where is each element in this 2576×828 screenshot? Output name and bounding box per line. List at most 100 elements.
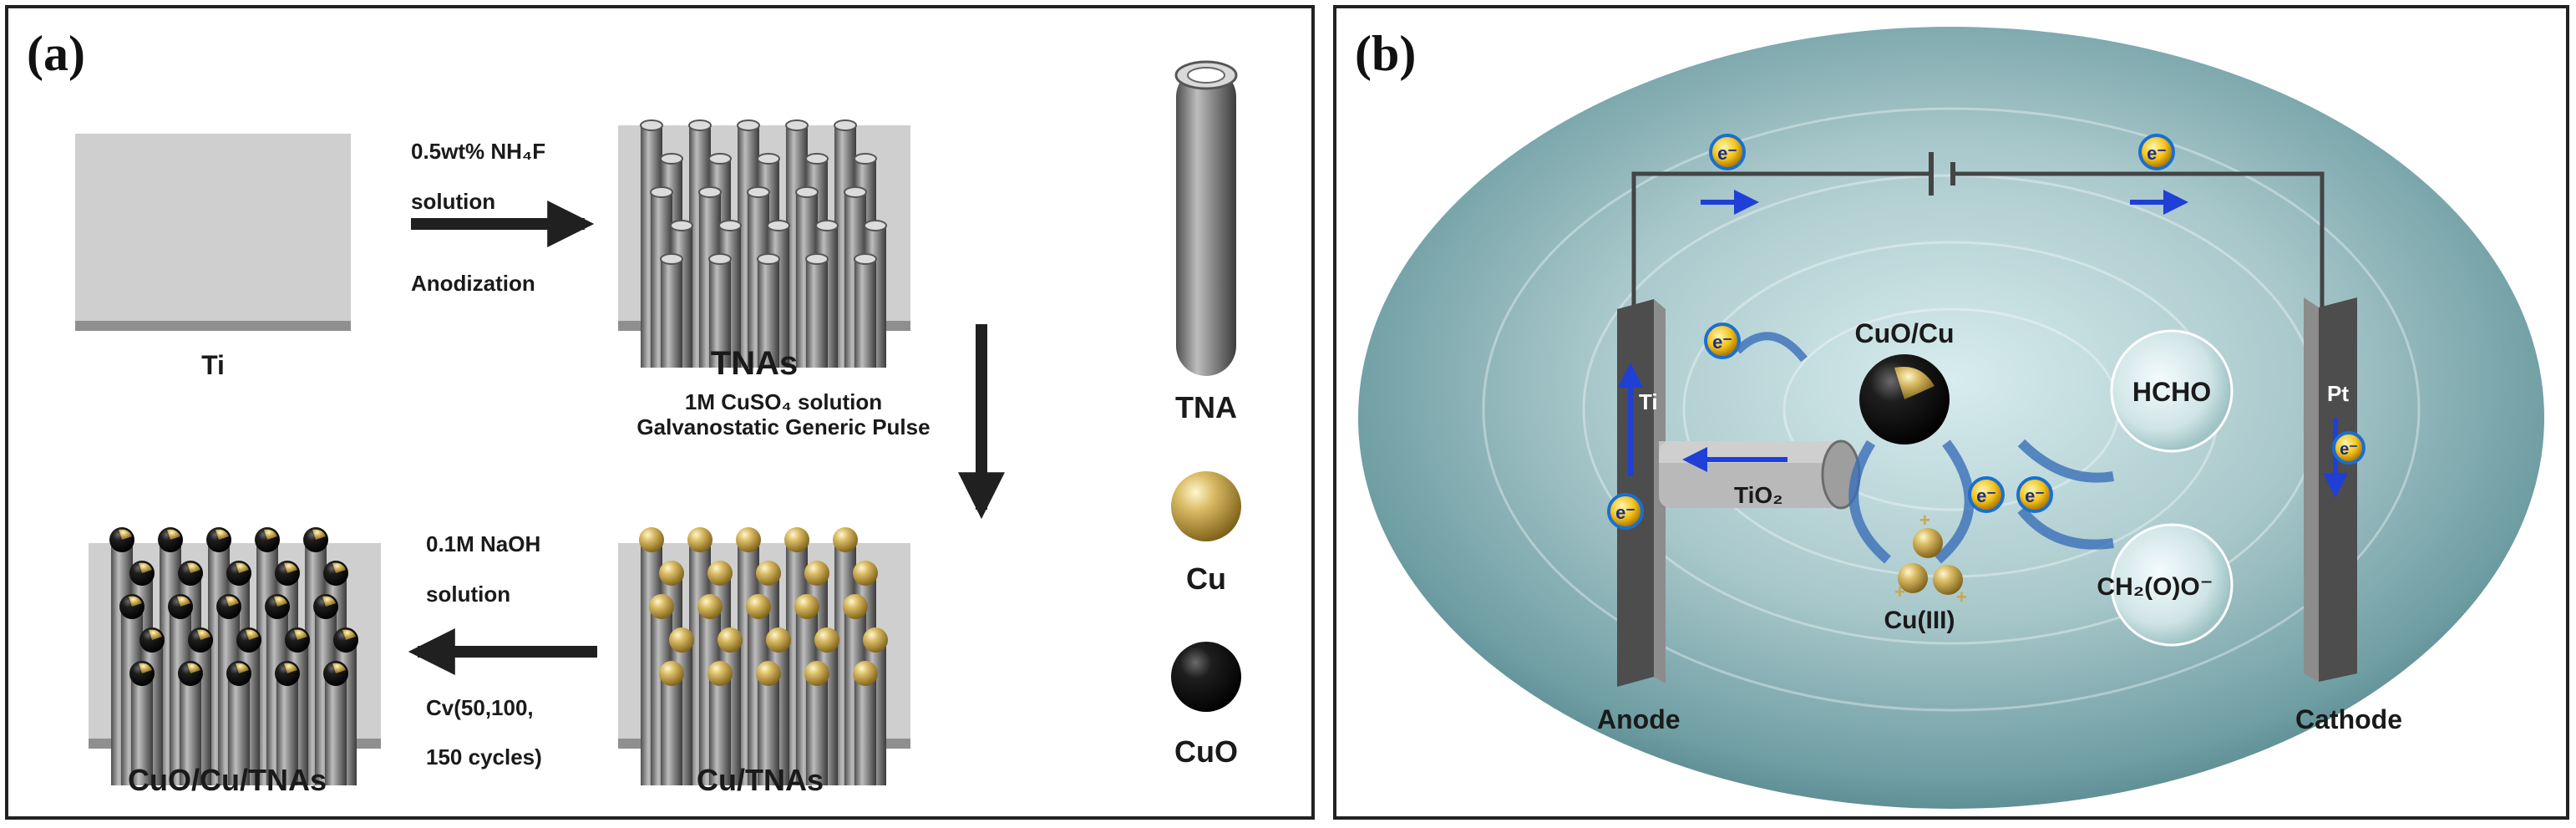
- nanotube-rim: [854, 253, 877, 265]
- cu-core-wedge: [264, 529, 277, 540]
- nanotube-rim: [795, 186, 819, 198]
- cu-nanoparticle: [659, 661, 684, 686]
- electron-mid-right: e⁻: [2016, 476, 2053, 513]
- cu-core-wedge: [312, 529, 326, 540]
- cu-nanoparticle: [853, 561, 878, 586]
- electron-cathode: e⁻: [2332, 431, 2366, 465]
- anode-label: Anode: [1597, 704, 1681, 734]
- step1-line1: 0.5wt% NH₄F: [411, 139, 545, 164]
- nanotube-rim: [785, 119, 809, 131]
- oxidation-arrow-lower: [2017, 506, 2114, 550]
- legend-tna-label: TNA: [1175, 390, 1237, 424]
- cuo-cu-label: CuO/Cu: [1854, 318, 1954, 348]
- cu-nanoparticle: [794, 594, 819, 619]
- anode-ti-label: Ti: [1639, 389, 1658, 414]
- nanotube-rim: [698, 186, 722, 198]
- nanotube-rim: [815, 220, 839, 231]
- cu3-cluster: + + +: [1894, 510, 1967, 607]
- cu-core-wedge: [226, 596, 239, 607]
- nanotube-rim: [757, 153, 780, 165]
- cuo-cu-tnas-array: [89, 527, 381, 785]
- nanotube: [709, 677, 731, 785]
- cuo-cu-sphere: [1859, 354, 1950, 444]
- svg-text:e⁻: e⁻: [2025, 485, 2045, 506]
- nanotube-rim: [747, 186, 770, 198]
- nanotube-rim: [718, 220, 742, 231]
- transfer-arrow-top: [1734, 332, 1808, 363]
- nanotube-rim: [650, 186, 673, 198]
- cu-core-wedge: [187, 562, 200, 573]
- cu-nanoparticle: [669, 627, 694, 653]
- cu-core-wedge: [274, 596, 287, 607]
- step2-line2: Galvanostatic Generic Pulse: [636, 414, 930, 439]
- panel-b-letter: (b): [1355, 26, 1416, 81]
- anode-plate: [1617, 299, 1666, 687]
- nanotube-rim: [854, 153, 877, 165]
- nanotube-rim: [757, 253, 780, 265]
- cu-nanoparticle: [746, 594, 771, 619]
- nanotube-rim: [805, 153, 829, 165]
- cu-core-wedge: [342, 629, 356, 640]
- step2-line1: 1M CuSO₄ solution: [685, 389, 882, 414]
- svg-text:+: +: [1956, 587, 1967, 607]
- electron-over-tube: e⁻: [1704, 323, 1741, 359]
- nanotube: [325, 677, 347, 785]
- cu-tnas-label: Cu/TNAs: [697, 763, 824, 797]
- nanotube: [661, 259, 682, 368]
- cu-nanoparticle: [756, 661, 781, 686]
- cu-nanoparticle: [707, 661, 733, 686]
- nanotube: [228, 677, 250, 785]
- cu-core-wedge: [246, 629, 259, 640]
- cu-core-wedge: [332, 562, 346, 573]
- cathode-plate: [2304, 297, 2357, 682]
- nanotube-rim: [844, 186, 867, 198]
- svg-text:e⁻: e⁻: [1712, 332, 1732, 353]
- panel-b-diagram: (b) e⁻ e⁻ Anode Ti e⁻: [1355, 26, 2544, 809]
- legend-cu-sphere: [1171, 471, 1241, 541]
- circuit-wire: [1631, 171, 2325, 309]
- cu-core-wedge: [294, 629, 307, 640]
- electron-anode: e⁻: [1607, 493, 1644, 530]
- svg-text:e⁻: e⁻: [2340, 440, 2358, 459]
- electron-top-left: e⁻: [1709, 134, 1746, 170]
- cu-nanoparticle: [814, 627, 839, 653]
- legend-cuo-label: CuO: [1174, 734, 1238, 769]
- nanotube-rim: [864, 220, 887, 231]
- svg-text:+: +: [1919, 510, 1930, 531]
- tio2-label: TiO₂: [1734, 482, 1783, 508]
- step3-line2: solution: [426, 582, 510, 607]
- cu-nanoparticle: [718, 627, 743, 653]
- legend-tna-tube: [1174, 60, 1238, 376]
- cu-nanoparticle: [649, 594, 674, 619]
- step3-line1: 0.1M NaOH: [426, 531, 540, 556]
- cu-core-wedge: [236, 663, 249, 673]
- nanotube-rim: [708, 153, 732, 165]
- nanotube: [854, 677, 876, 785]
- cu-nanoparticle: [804, 661, 829, 686]
- panel-a-diagram: (a) Ti 0.5wt% NH₄F solution Anodization …: [27, 26, 1241, 797]
- cu-core-wedge: [119, 529, 132, 540]
- cu-nanoparticle: [687, 527, 712, 552]
- cathode-label: Cathode: [2295, 704, 2402, 734]
- nanotube: [758, 259, 779, 368]
- svg-text:e⁻: e⁻: [1976, 485, 1996, 506]
- cu-nanoparticle: [659, 561, 684, 586]
- cu3-label: Cu(III): [1884, 607, 1955, 634]
- cu-core-wedge: [139, 562, 152, 573]
- panel-b: (b) e⁻ e⁻ Anode Ti e⁻: [1333, 5, 2569, 820]
- ti-substrate: [75, 134, 351, 331]
- electron-top-right: e⁻: [2138, 134, 2175, 170]
- nanotube: [806, 677, 828, 785]
- cu-nanoparticle: [784, 527, 809, 552]
- cycle-arrow-left: [1848, 439, 1891, 564]
- cuo-cu-tnas-label: CuO/Cu/TNAs: [128, 763, 327, 797]
- nanotube: [180, 677, 201, 785]
- nanotube: [709, 259, 731, 368]
- step3-line4: 150 cycles): [426, 744, 542, 770]
- cu-core-wedge: [284, 562, 297, 573]
- product-label: CH₂(O)O⁻: [2097, 573, 2213, 601]
- nanotube-rim: [660, 253, 683, 265]
- cu-nanoparticle: [804, 561, 829, 586]
- electron-mid-left: e⁻: [1968, 476, 2005, 513]
- water-background: [1358, 27, 2544, 809]
